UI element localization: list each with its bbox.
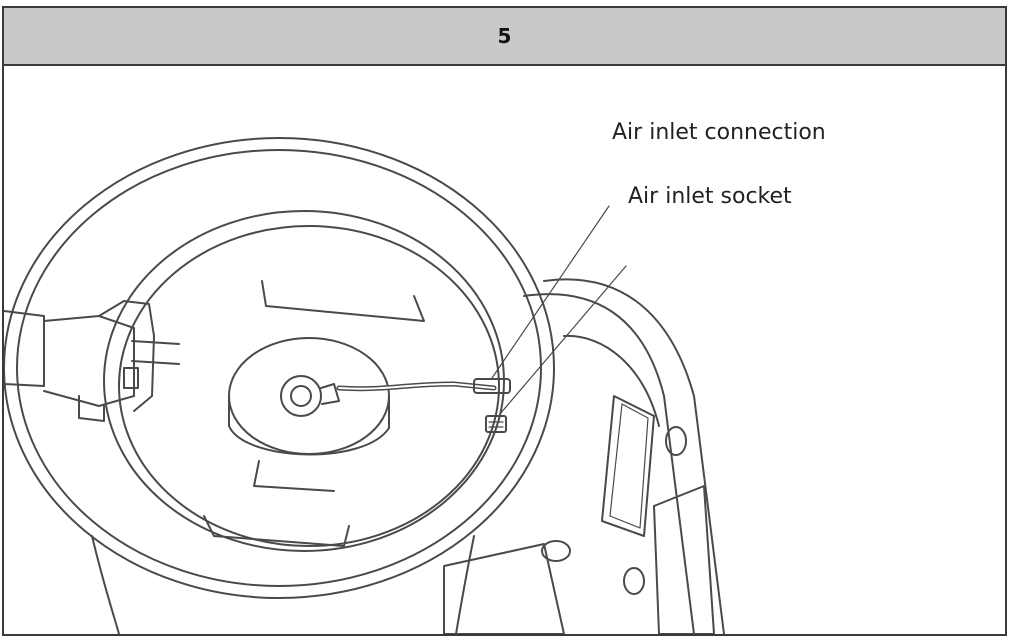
leader-line-socket bbox=[499, 265, 627, 415]
center-hub bbox=[280, 375, 322, 417]
device-illustration bbox=[4, 137, 725, 634]
left-fitting bbox=[4, 310, 45, 387]
callout-air-inlet-socket: Air inlet socket bbox=[628, 184, 792, 209]
center-plate bbox=[228, 337, 390, 455]
side-grille bbox=[653, 485, 715, 634]
leader-line-connection bbox=[491, 205, 610, 379]
air-inlet-connector bbox=[473, 378, 511, 394]
device-housing-top bbox=[543, 278, 725, 634]
front-grille bbox=[443, 543, 565, 634]
control-panel bbox=[601, 395, 655, 537]
tank-outer-rim bbox=[4, 137, 555, 599]
callout-air-inlet-connection: Air inlet connection bbox=[612, 120, 826, 145]
instruction-panel: 5 bbox=[2, 6, 1007, 636]
step-number: 5 bbox=[497, 24, 512, 48]
tank-inner-wall bbox=[103, 210, 505, 552]
air-inlet-socket bbox=[485, 415, 507, 433]
device-housing bbox=[523, 293, 695, 634]
step-header: 5 bbox=[4, 8, 1005, 66]
